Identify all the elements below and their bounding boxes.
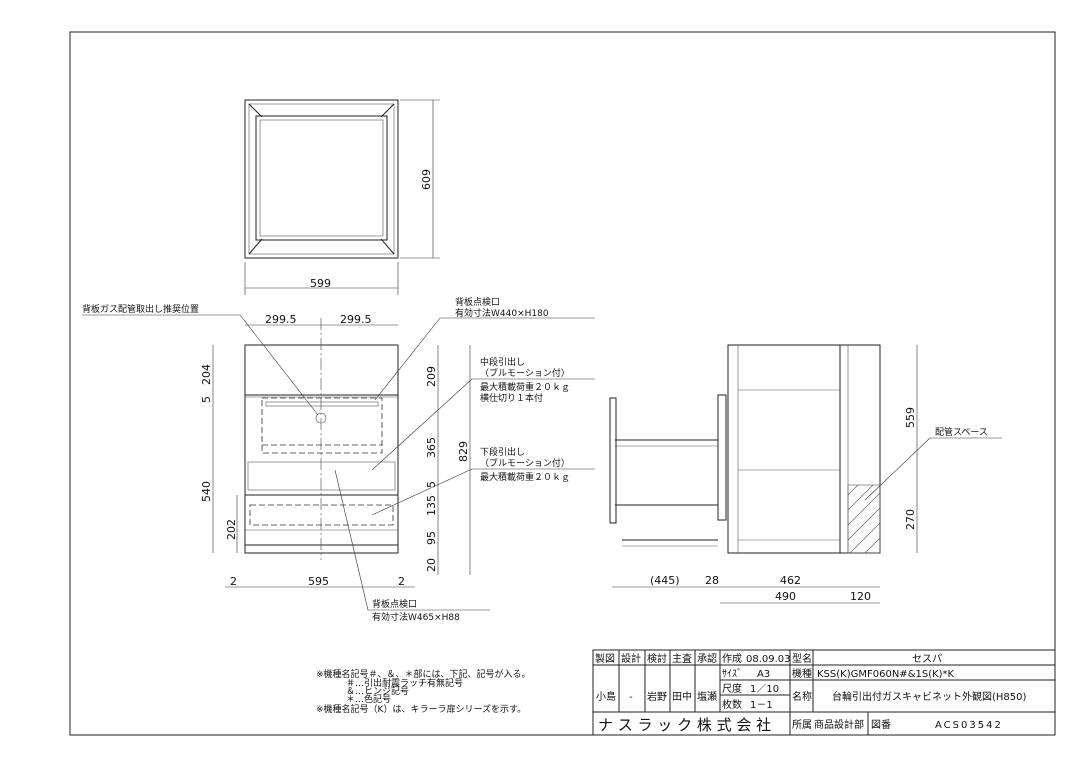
middle-drawer-label: 中段引出し [480, 356, 525, 368]
back-panel-bottom-size: 有効寸法W465×H88 [372, 611, 460, 623]
middle-drawer-divider: 横仕切り１本付 [480, 392, 543, 404]
back-panel-top-size: 有効寸法W440×H180 [455, 307, 549, 319]
left-dim-204: 204 [200, 364, 213, 385]
tb-name: 田中 [672, 690, 692, 703]
tb-model-label: 型名 [792, 652, 812, 665]
tb-size-label: ｻｲｽﾞ [722, 668, 742, 680]
note-line: ＊…色記号 [346, 693, 391, 705]
note-line: ※機種名記号＃、＆、＊部には、下記、記号が入る。 [316, 668, 531, 680]
tb-header: 検討 [647, 652, 667, 665]
tb-size: A3 [757, 669, 770, 680]
right-dim-365: 365 [425, 437, 438, 458]
tb-name: - [629, 692, 633, 703]
tb-header: 承認 [697, 652, 717, 665]
bottom-dim-2-left: 2 [230, 575, 237, 588]
top-depth-dim: 609 [420, 169, 433, 190]
gas-pipe-note: 背板ガス配管取出し推奨位置 [82, 303, 199, 315]
front-half-left-dim: 299.5 [265, 313, 297, 326]
bottom-dim-2-right: 2 [398, 575, 405, 588]
left-dim-540: 540 [200, 481, 213, 502]
bottom-dim-595: 595 [308, 575, 329, 588]
front-view: 299.5 299.5 204 5 540 202 209 365 5 135 … [200, 313, 471, 588]
lower-drawer-load: 最大積載荷重２０ｋｇ [480, 471, 570, 483]
tb-company: ナ ス ラ ッ ク 株 式 会 社 [598, 716, 771, 734]
tb-model: セスパ [912, 653, 942, 665]
tb-drawing-no: ACS03542 [935, 720, 1003, 731]
middle-drawer-load: 最大積載荷重２０ｋｇ [480, 381, 570, 393]
right-dim-5: 5 [425, 481, 438, 488]
model-notes: ※機種名記号＃、＆、＊部には、下記、記号が入る。 ＃…引出耐震ラッチ有無記号 ＆… [316, 668, 531, 715]
tb-scale: 1／10 [750, 683, 779, 695]
tb-name: 小島 [596, 690, 616, 703]
drawing-border [69, 31, 1056, 736]
tb-sheets-label: 枚数 [722, 698, 742, 711]
side-dim-462: 462 [780, 574, 801, 587]
side-view: (445) 28 462 490 120 559 270 [609, 344, 918, 604]
note-line: ＆…ヒンジ記号 [346, 685, 409, 697]
tb-scale-label: 尺度 [722, 682, 742, 695]
top-width-dim: 599 [310, 277, 331, 290]
left-dim-202: 202 [225, 519, 238, 540]
title-block: 製図 設計 検討 主査 承認 小島 - 岩野 田中 塩瀬 作成 08.09.03… [592, 649, 1056, 736]
pipe-space-label: 配管スペース [935, 426, 988, 438]
note-line: ＃…引出耐震ラッチ有無記号 [346, 677, 463, 689]
tb-name: 岩野 [647, 690, 667, 703]
lower-drawer-label: 下段引出し [480, 446, 525, 458]
side-dim-490: 490 [775, 590, 796, 603]
tb-drawing-no-label: 図番 [871, 719, 891, 731]
right-dim-209: 209 [425, 366, 438, 387]
right-dim-20: 20 [425, 558, 438, 572]
top-view: 599 609 [244, 99, 440, 295]
side-dim-559: 559 [904, 407, 917, 428]
right-dim-829: 829 [457, 441, 470, 462]
front-half-right-dim: 299.5 [340, 313, 372, 326]
side-dim-445: (445) [650, 574, 680, 587]
tb-created: 08.09.03 [746, 654, 791, 665]
tb-type: KSS(K)GMF060N#&1S(K)*K [817, 669, 955, 680]
tb-created-label: 作成 [722, 653, 742, 665]
tb-header: 設計 [621, 652, 641, 665]
tb-sheets: 1－1 [750, 700, 773, 711]
note-line: ※機種名記号（K）は、キラーラ扉シリーズを示す。 [316, 703, 526, 715]
pipe-space-hatch [847, 484, 881, 554]
tb-header: 製図 [595, 652, 615, 665]
right-dim-135: 135 [425, 495, 438, 516]
annotations: 背板ガス配管取出し推奨位置 背板点検口 有効寸法W440×H180 中段引出し … [82, 296, 1002, 623]
tb-name-label: 名称 [792, 690, 812, 703]
tb-dept: 商品設計部 [814, 718, 864, 731]
tb-header: 主査 [672, 652, 692, 665]
left-dim-5: 5 [200, 396, 213, 403]
middle-drawer-sub: （ブルモーション付） [480, 367, 570, 379]
lower-drawer-sub: （ブルモーション付） [480, 457, 570, 469]
back-panel-top-label: 背板点検口 [455, 296, 500, 308]
right-dim-95: 95 [425, 531, 438, 545]
back-panel-bottom-label: 背板点検口 [372, 598, 417, 610]
tb-type-label: 機種 [792, 667, 812, 680]
tb-dept-label: 所属 [792, 719, 812, 731]
tb-drawing-name: 台輪引出付ガスキャビネット外観図(H850) [832, 690, 1027, 703]
tb-name: 塩瀬 [697, 690, 717, 703]
side-dim-28: 28 [705, 574, 719, 587]
side-dim-120: 120 [850, 590, 871, 603]
side-dim-270: 270 [904, 509, 917, 530]
